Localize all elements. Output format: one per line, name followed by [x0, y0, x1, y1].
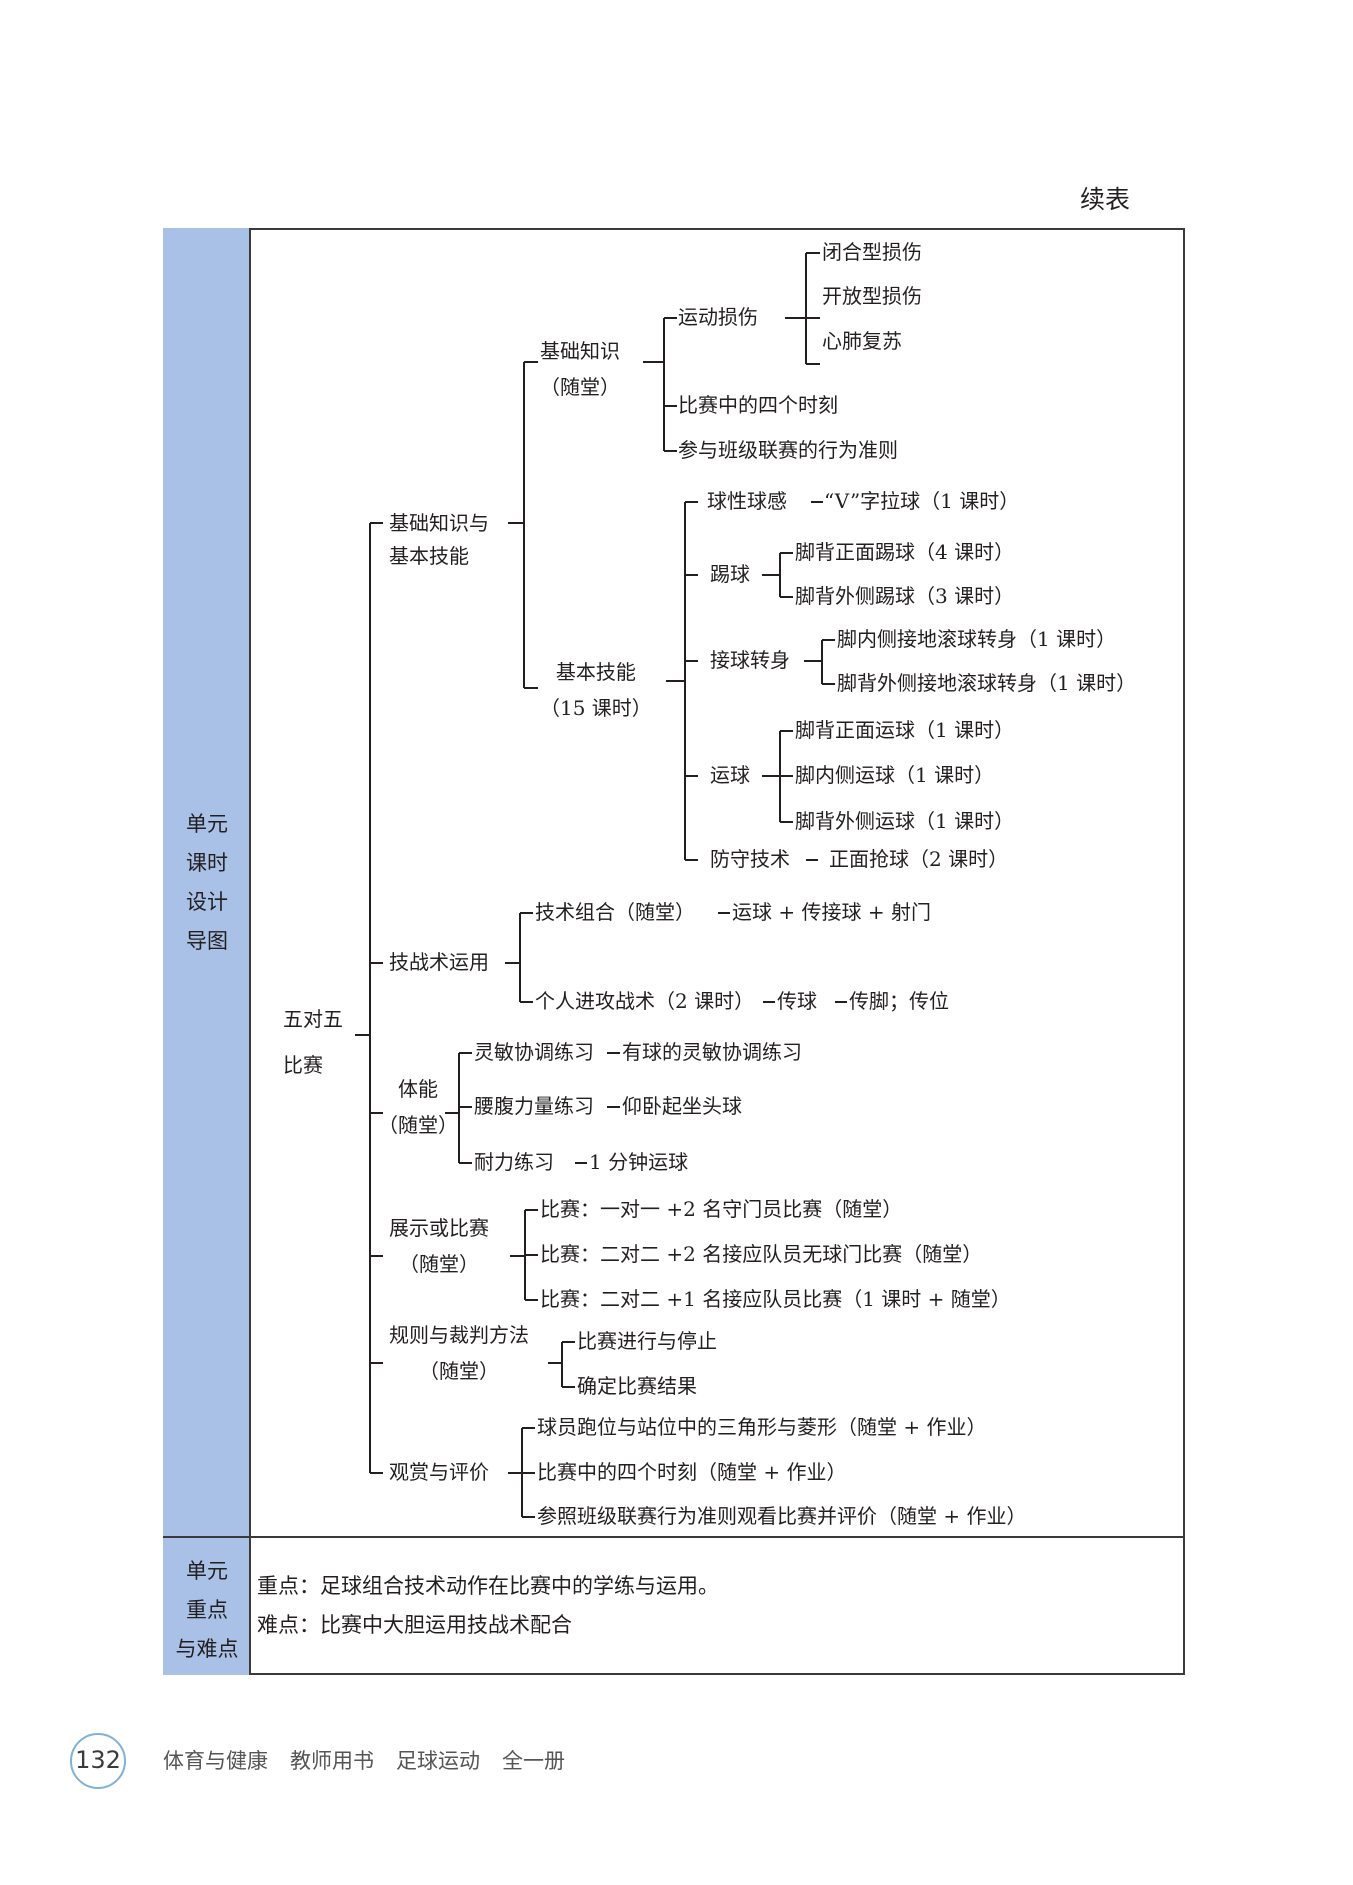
node-individual-attack: 个人进攻战术（2 课时） — [535, 989, 755, 1013]
continued-label: 续表 — [1080, 185, 1131, 214]
leaf-instep-kick: 脚背正面踢球（4 课时） — [795, 540, 1015, 564]
leaf-match-2v2-nogoal: 比赛：二对二 +2 名接应队员无球门比赛（随堂） — [540, 1242, 983, 1266]
node-endurance: 耐力练习 — [474, 1150, 554, 1174]
leaf-match-1v1: 比赛：一对一 +2 名守门员比赛（随堂） — [540, 1197, 903, 1221]
branch-watch-evaluate: 观赏与评价 — [389, 1460, 489, 1484]
side-column — [163, 228, 251, 1675]
leaf-pass-foot-position: 传脚；传位 — [849, 989, 949, 1013]
node-four-moments: 比赛中的四个时刻 — [678, 393, 838, 417]
leaf-inside-turn: 脚内侧接地滚球转身（1 课时） — [837, 627, 1117, 651]
leaf-v-pull: “V”字拉球（1 课时） — [824, 489, 1020, 513]
leaf-one-minute-dribble: 1 分钟运球 — [589, 1150, 689, 1174]
branch-tactics: 技战术运用 — [389, 950, 489, 974]
node-ball-feel: 球性球感 — [707, 489, 787, 513]
branch-basics-and-skills: 基础知识与基本技能 — [389, 511, 489, 568]
branch-basic-knowledge: 基础知识（随堂） — [540, 339, 620, 399]
node-technique-combo: 技术组合（随堂） — [535, 900, 695, 924]
leaf-watch-and-evaluate: 参照班级联赛行为准则观看比赛并评价（随堂 + 作业） — [537, 1504, 1027, 1528]
leaf-triangle-diamond: 球员跑位与站位中的三角形与菱形（随堂 + 作业） — [537, 1415, 987, 1439]
key-point-text: 重点：足球组合技术动作在比赛中的学练与运用。 — [257, 1574, 719, 1598]
leaf-four-moments-hw: 比赛中的四个时刻（随堂 + 作业） — [537, 1460, 847, 1484]
leaf-closed-injury: 闭合型损伤 — [822, 240, 922, 264]
leaf-open-injury: 开放型损伤 — [822, 284, 922, 308]
leaf-front-tackle: 正面抢球（2 课时） — [829, 847, 1009, 871]
side-label-key-points: 单元 重点 与难点 — [175, 1559, 239, 1661]
leaf-outside-kick: 脚背外侧踢球（3 课时） — [795, 584, 1015, 608]
node-defense: 防守技术 — [710, 847, 790, 871]
leaf-cpr: 心肺复苏 — [822, 329, 902, 353]
leaf-outside-turn: 脚背外侧接地滚球转身（1 课时） — [837, 671, 1137, 695]
tree-root-label: 五对五比赛 — [283, 1007, 343, 1077]
node-agility: 灵敏协调练习 — [474, 1040, 594, 1064]
node-league-code: 参与班级联赛的行为准则 — [678, 438, 898, 462]
row-divider — [163, 1536, 1185, 1538]
page-number-badge — [70, 1733, 126, 1789]
node-sports-injury: 运动损伤 — [678, 305, 758, 329]
leaf-match-2v2: 比赛：二对二 +1 名接应队员比赛（1 课时 + 随堂） — [540, 1287, 1011, 1311]
side-label-design-map: 单元 课时 设计 导图 — [186, 812, 228, 953]
branch-fitness: 体能（随堂） — [378, 1077, 458, 1137]
book-title: 体育与健康教师用书足球运动全一册 — [163, 1749, 565, 1773]
node-dribbling: 运球 — [710, 763, 750, 787]
leaf-instep-dribble: 脚背正面运球（1 课时） — [795, 718, 1015, 742]
branch-rules: 规则与裁判方法（随堂） — [389, 1323, 529, 1383]
node-receive-turn: 接球转身 — [710, 648, 790, 672]
node-core: 腰腹力量练习 — [474, 1094, 594, 1118]
page-number: 132 — [75, 1746, 121, 1774]
branch-showcase: 展示或比赛（随堂） — [389, 1216, 489, 1276]
leaf-play-and-stop: 比赛进行与停止 — [577, 1329, 717, 1353]
leaf-situp-header: 仰卧起坐头球 — [622, 1094, 742, 1118]
difficult-point-text: 难点：比赛中大胆运用技战术配合 — [257, 1613, 572, 1637]
leaf-decide-result: 确定比赛结果 — [577, 1374, 697, 1398]
leaf-inside-dribble: 脚内侧运球（1 课时） — [795, 763, 995, 787]
leaf-dribble-pass-shoot: 运球 + 传接球 + 射门 — [732, 900, 931, 924]
leaf-pass: 传球 — [777, 989, 817, 1013]
leaf-outside-dribble: 脚背外侧运球（1 课时） — [795, 809, 1015, 833]
node-kicking: 踢球 — [710, 562, 750, 586]
branch-basic-skills: 基本技能（15 课时） — [540, 660, 652, 720]
leaf-agility-ball: 有球的灵敏协调练习 — [622, 1040, 802, 1064]
